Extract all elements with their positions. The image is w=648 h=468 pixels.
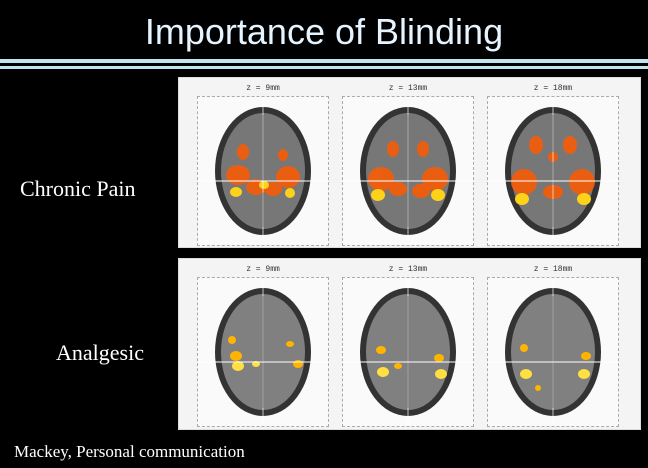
scan-frame <box>487 96 619 246</box>
scan-frame <box>197 277 329 427</box>
scan-frame <box>487 277 619 427</box>
title-rule-bottom <box>0 66 648 69</box>
chronic-pain-scan-panel: z = 9mm z = 13mm <box>178 77 641 248</box>
row-label-analgesic: Analgesic <box>56 340 144 365</box>
brain-slice-image <box>488 278 618 426</box>
scan-frame <box>197 96 329 246</box>
slice-label: z = 18mm <box>533 265 573 274</box>
brain-slice-image <box>343 278 473 426</box>
brain-slice-image <box>343 97 473 245</box>
slice-label: z = 13mm <box>388 265 428 274</box>
analgesic-scan-panel: z = 9mm z = 13mm <box>178 258 641 430</box>
scan-frame <box>342 96 474 246</box>
slide-title: Importance of Blinding <box>144 11 504 52</box>
slice-label: z = 13mm <box>388 84 428 93</box>
title-rule-top <box>0 59 648 63</box>
brain-slice-image <box>198 278 328 426</box>
slice-label: z = 9mm <box>246 84 280 93</box>
credit-text: Mackey, Personal communication <box>14 442 245 461</box>
slice-label: z = 18mm <box>533 84 573 93</box>
brain-slice-image <box>198 97 328 245</box>
slice-label: z = 9mm <box>246 265 280 274</box>
row-label-chronic-pain: Chronic Pain <box>20 176 136 201</box>
brain-slice-image <box>488 97 618 245</box>
scan-frame <box>342 277 474 427</box>
